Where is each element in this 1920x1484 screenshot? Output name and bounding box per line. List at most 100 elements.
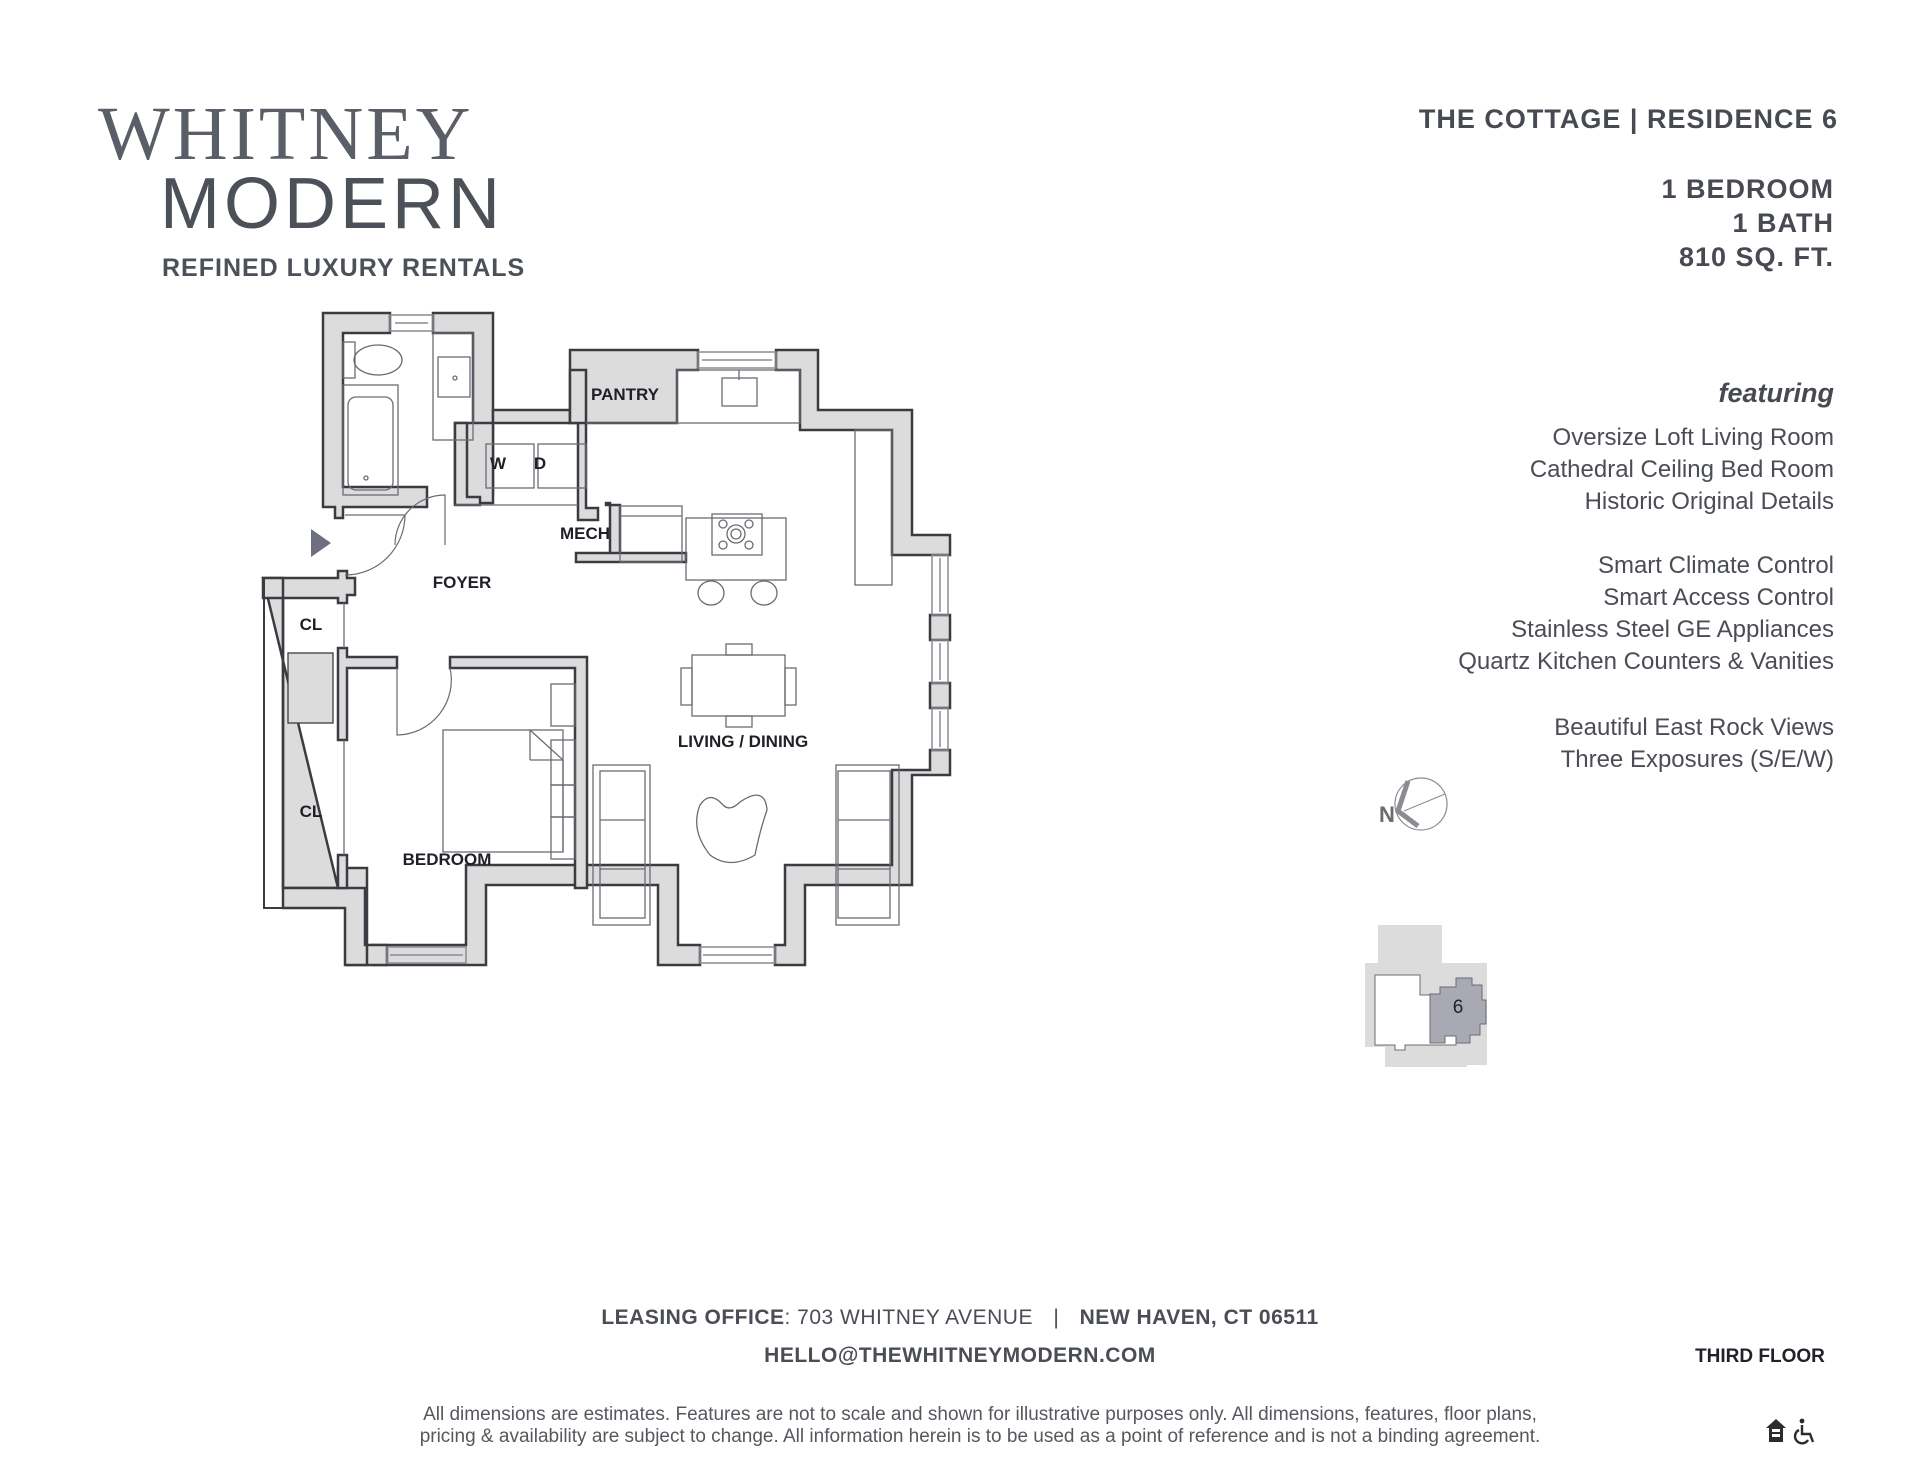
right-lower-wall <box>773 748 952 967</box>
feature-item: Historic Original Details <box>1584 488 1834 515</box>
toilet-tank <box>342 341 356 379</box>
compass-needle-icon <box>1395 780 1420 828</box>
laundry-right <box>568 348 700 522</box>
window-east-2 <box>931 639 949 684</box>
window-bedroom-south <box>386 946 467 964</box>
leasing-label: LEASING OFFICE <box>601 1306 785 1329</box>
dining-chair <box>680 667 693 706</box>
leasing-address: LEASING OFFICE: 703 WHITNEY AVENUE | NEW… <box>0 1306 1920 1330</box>
bottom-center-left-wall <box>370 863 702 967</box>
bed-icon <box>442 729 564 853</box>
window-bath <box>389 314 434 332</box>
keyplan-unit-6 <box>1429 977 1487 1044</box>
dryer-icon <box>537 443 587 489</box>
toilet-bowl-icon <box>353 344 403 376</box>
disclaimer-line-1: All dimensions are estimates. Features a… <box>423 1404 1537 1425</box>
entry-arrow-icon <box>311 529 331 557</box>
keyplan-unit-number: 6 <box>1453 997 1464 1018</box>
feature-item: Quartz Kitchen Counters & Vanities <box>1458 648 1834 675</box>
feature-item: Three Exposures (S/E/W) <box>1560 746 1834 773</box>
room-label-dryer: D <box>534 454 546 473</box>
stool-icon <box>750 580 778 606</box>
keyplan-floor-label: THIRD FLOOR <box>1695 1346 1825 1367</box>
cooktop-icon <box>711 513 763 556</box>
features-group-2: Smart Climate Control Smart Access Contr… <box>1458 550 1834 678</box>
disclaimer: All dimensions are estimates. Features a… <box>280 1404 1680 1448</box>
window-mullion <box>928 681 952 710</box>
feature-item: Stainless Steel GE Appliances <box>1511 616 1834 643</box>
compass-circle-icon <box>1394 777 1448 831</box>
room-label-mech: MECH <box>560 524 610 543</box>
window-living-south <box>699 946 776 964</box>
dining-chair <box>784 667 797 706</box>
room-label-foyer: FOYER <box>433 573 492 592</box>
leasing-city: NEW HAVEN, CT 06511 <box>1079 1306 1319 1329</box>
logo-whitney: WHITNEY <box>98 92 474 176</box>
bedroom-count: 1 BEDROOM <box>1661 174 1834 204</box>
room-label-closet-upper: CL <box>300 615 323 634</box>
compass-label: N <box>1379 802 1395 827</box>
window-east-1 <box>931 554 949 616</box>
bedroom-closet-divider <box>336 646 399 742</box>
features-heading: featuring <box>1718 378 1834 408</box>
nightstand-icon <box>550 683 576 727</box>
coffee-table-icon <box>696 794 768 864</box>
window-kitchen <box>697 351 777 369</box>
sofa-right-icon <box>835 764 900 926</box>
pantry-walls <box>568 368 588 425</box>
feature-item: Smart Climate Control <box>1597 552 1834 579</box>
square-footage: 810 SQ. FT. <box>1678 242 1834 272</box>
washer-icon <box>485 443 535 489</box>
features-group-3: Beautiful East Rock Views Three Exposure… <box>1554 712 1834 776</box>
bath-count: 1 BATH <box>1732 208 1834 238</box>
entry-door-swing <box>344 514 406 576</box>
contact-email-link[interactable]: HELLO@THEWHITNEYMODERN.COM <box>764 1344 1156 1367</box>
disclaimer-line-2: pricing & availability are subject to ch… <box>419 1426 1541 1447</box>
tall-cabinet <box>854 429 893 586</box>
perimeter-lines <box>263 578 387 966</box>
closet-shelf-block <box>287 652 334 724</box>
bedroom-door-swing <box>396 667 452 736</box>
sofa-left-icon <box>592 764 651 926</box>
kitchen-top-right-wall <box>774 348 952 557</box>
fixtures <box>287 332 900 926</box>
kitchen-island <box>685 517 787 581</box>
feature-item: Cathedral Ceiling Bed Room <box>1529 456 1834 483</box>
keyplan: 6 <box>1365 925 1487 1067</box>
windows <box>386 314 949 964</box>
compliance-icons <box>1766 1418 1815 1445</box>
feature-item: Beautiful East Rock Views <box>1554 714 1834 741</box>
sink-icon <box>437 356 471 398</box>
room-label-pantry: PANTRY <box>591 385 660 404</box>
kitchen-sink-icon <box>721 377 758 407</box>
bath-door-swing <box>394 494 446 546</box>
north-compass: N <box>1379 777 1448 831</box>
bathroom-walls <box>321 311 429 520</box>
walls <box>261 311 952 967</box>
room-label-closet-lower: CL <box>300 802 323 821</box>
features-group-1: Oversize Loft Living Room Cathedral Ceil… <box>1530 422 1834 518</box>
room-label-living-dining: LIVING / DINING <box>678 732 808 751</box>
bedroom-closet-divider-low <box>336 853 349 890</box>
laundry-walls <box>453 408 572 505</box>
logo-tagline: REFINED LUXURY RENTALS <box>162 254 526 282</box>
feature-item: Smart Access Control <box>1603 584 1834 611</box>
dining-table-icon <box>691 654 786 717</box>
doors <box>344 494 452 736</box>
logo-modern: MODERN <box>160 164 504 244</box>
feature-item: Oversize Loft Living Room <box>1552 424 1834 451</box>
vanity-counter <box>432 332 474 441</box>
leasing-street: : 703 WHITNEY AVENUE <box>784 1306 1033 1329</box>
window-mullion <box>928 613 952 642</box>
bathtub-icon <box>342 384 399 496</box>
room-label-washer: W <box>490 454 507 473</box>
dining-chair <box>725 715 753 728</box>
dining-chair <box>725 643 753 656</box>
wheelchair-icon <box>1793 1418 1815 1445</box>
equal-housing-icon <box>1766 1419 1786 1442</box>
room-label-bedroom: BEDROOM <box>403 850 492 869</box>
residence-specs: 1 BEDROOM 1 BATH 810 SQ. FT. <box>1661 172 1834 274</box>
refrigerator-icon <box>619 505 683 563</box>
address-separator: | <box>1053 1306 1060 1329</box>
